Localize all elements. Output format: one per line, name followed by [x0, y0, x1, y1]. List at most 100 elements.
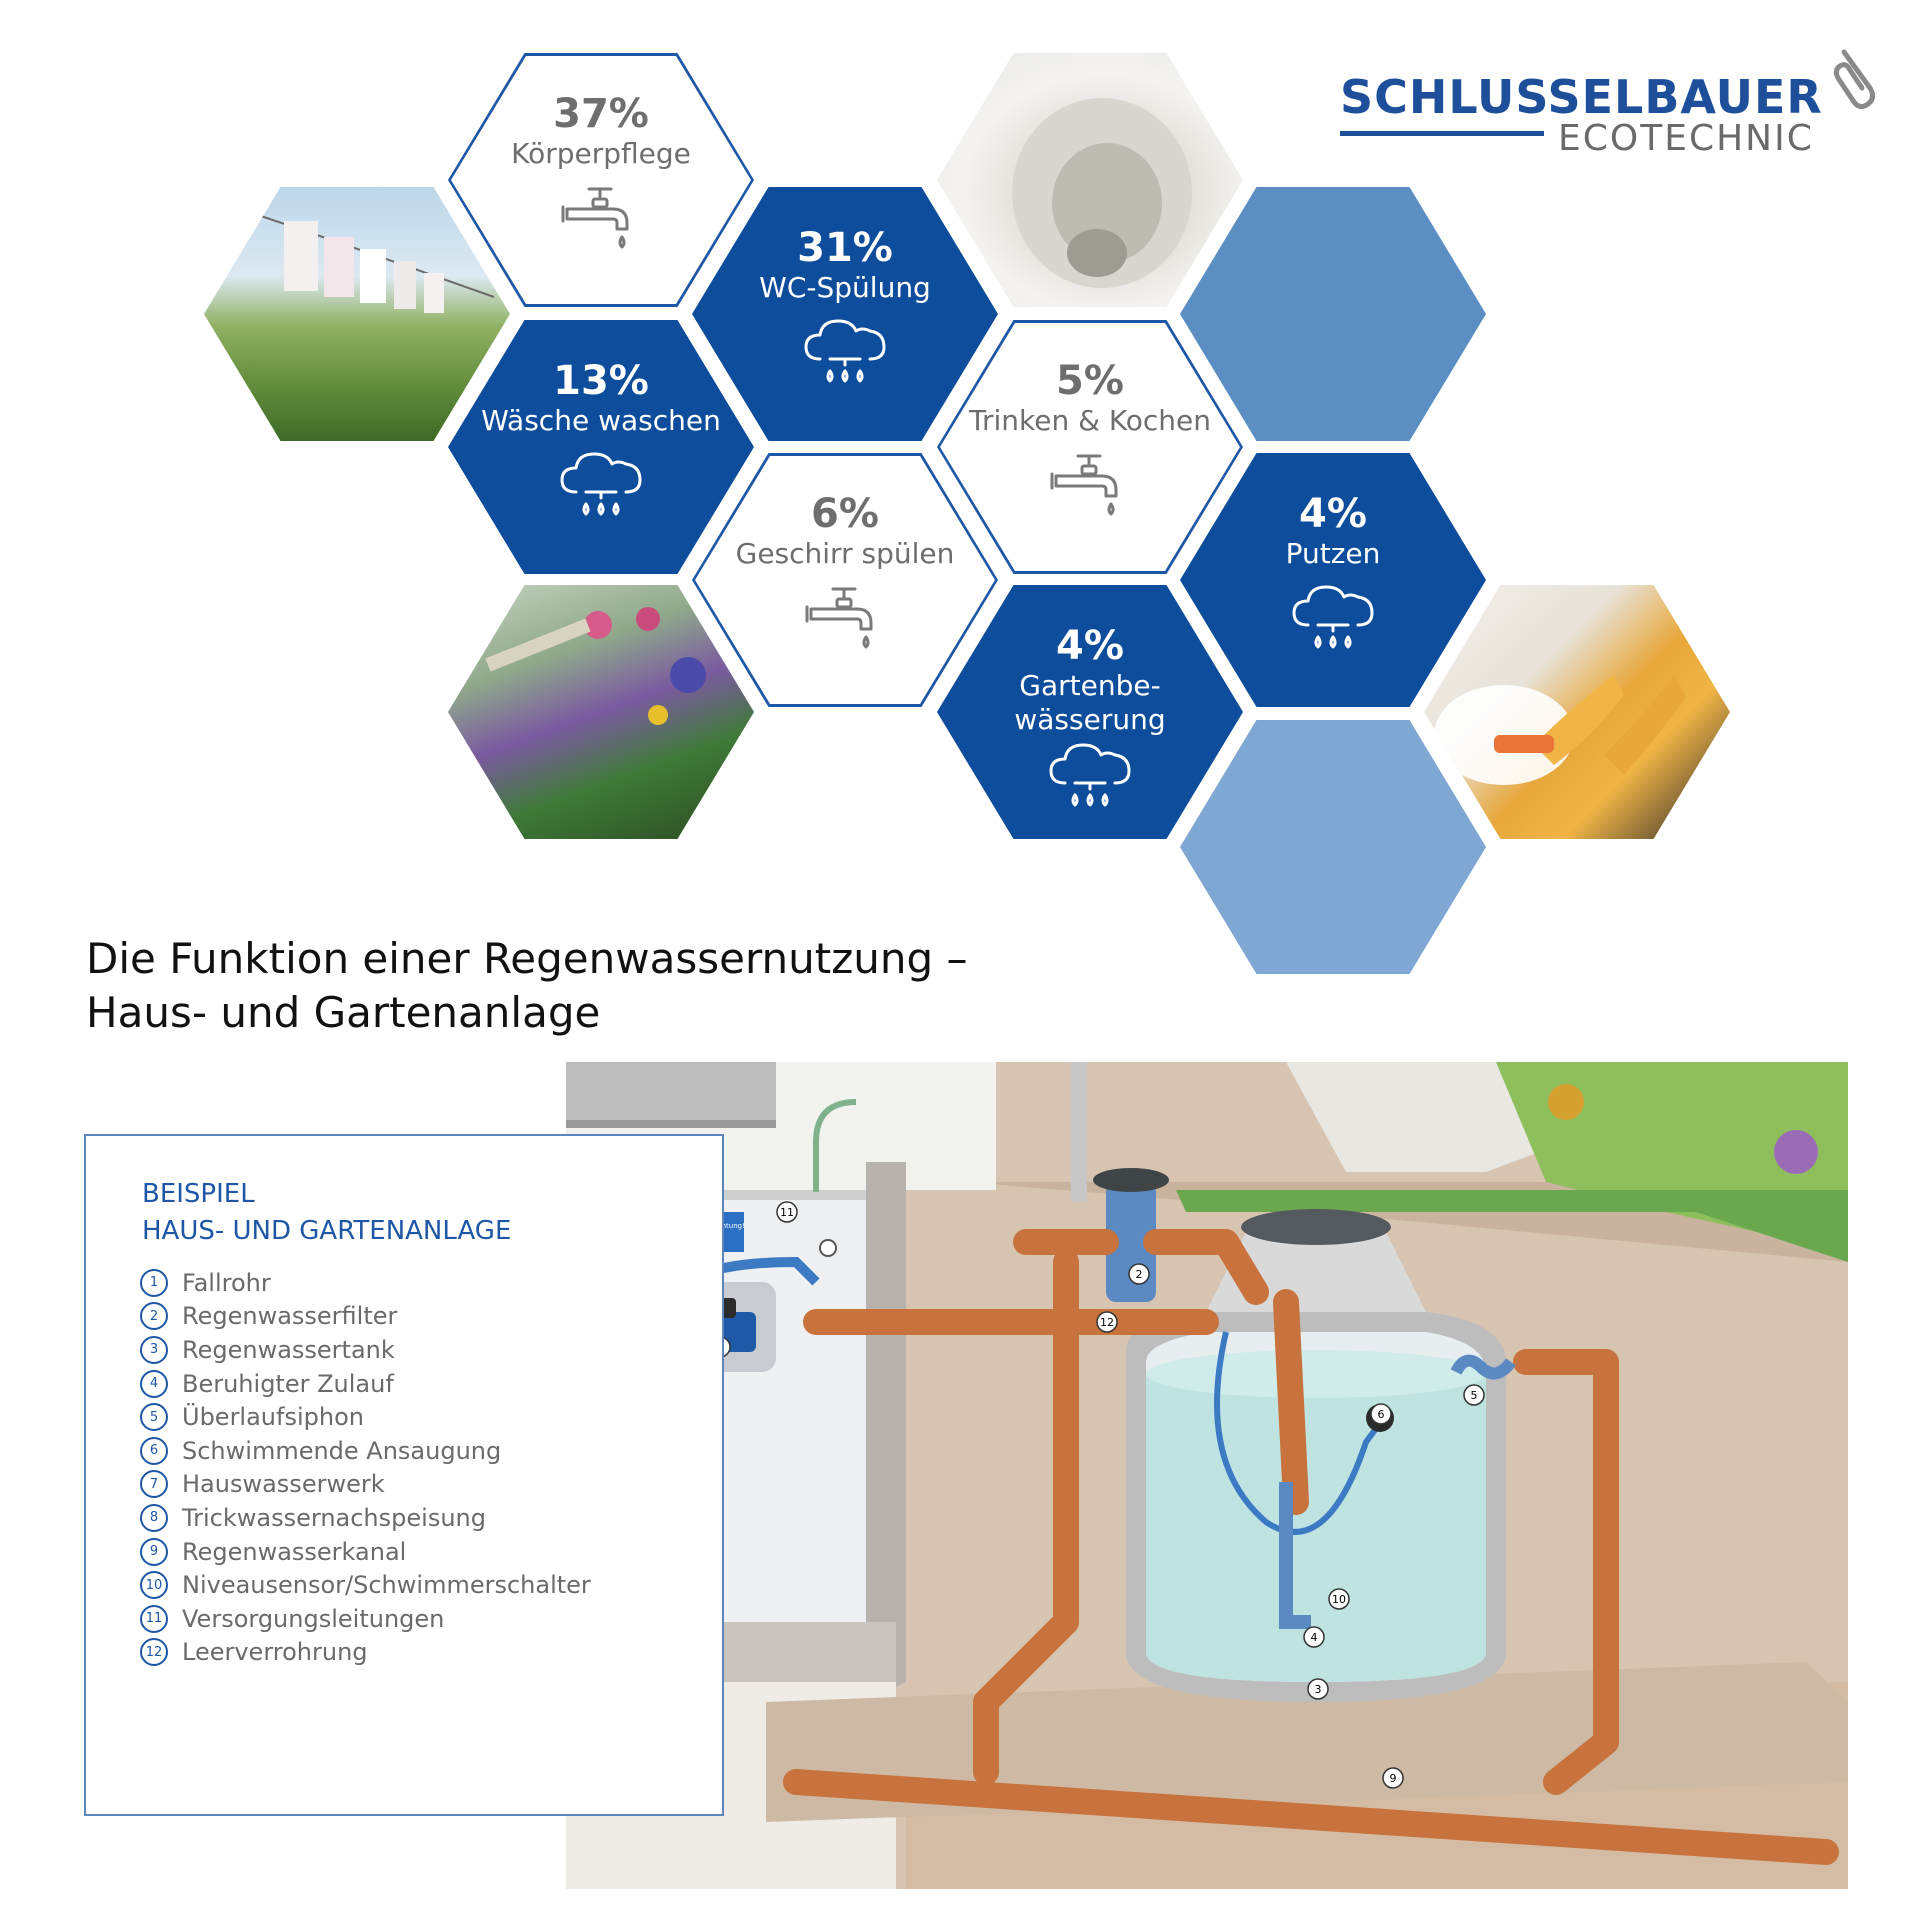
hex-blank-top — [1180, 187, 1486, 441]
legend-item-label: Schwimmende Ansaugung — [182, 1436, 502, 1465]
rain-cloud-icon — [556, 446, 646, 526]
legend-title-line2: HAUS- UND GARTENANLAGE — [142, 1216, 512, 1246]
legend-item: 5 Überlaufsiphon — [140, 1400, 591, 1434]
legend-item-label: Regenwasserkanal — [182, 1537, 407, 1566]
downpipe — [1071, 1062, 1087, 1202]
usage-percent: 6% — [811, 491, 879, 537]
heading-line2: Haus- und Gartenanlage — [86, 988, 601, 1037]
legend-item-label: Hauswasserwerk — [182, 1470, 385, 1499]
svg-text:4: 4 — [1311, 1631, 1318, 1644]
rain-cloud-icon — [800, 313, 890, 393]
hex-gartenbewaesserung: 4% Gartenbe- wässerung — [937, 585, 1243, 839]
hex-waesche-waschen: 13% Wäsche waschen — [448, 320, 754, 574]
legend-item-label: Fallrohr — [182, 1268, 271, 1297]
marker-6: 6 — [1370, 1403, 1392, 1425]
svg-text:6: 6 — [1378, 1408, 1385, 1421]
hex-geschirr-spuelen: 6% Geschirr spülen — [692, 453, 998, 707]
legend-number-badge: 12 — [140, 1638, 168, 1667]
rain-cloud-icon — [1288, 579, 1378, 659]
legend-item-label: Überlaufsiphon — [182, 1403, 364, 1432]
usage-percent: 37% — [553, 91, 649, 137]
legend-number-badge: 9 — [140, 1537, 168, 1566]
garden-photo-hex — [448, 585, 754, 839]
legend-item-label: Regenwasserfilter — [182, 1302, 398, 1331]
logo-wordmark: SCHLUSSELBAUER — [1340, 70, 1823, 124]
section-heading: Die Funktion einer Regenwassernutzung – … — [86, 932, 1086, 1040]
usage-percent: 31% — [797, 225, 893, 271]
usage-label-line2: wässerung — [1014, 703, 1166, 736]
legend-item: 8 Trickwassernachspeisung — [140, 1501, 591, 1535]
legend-item-label: Beruhigter Zulauf — [182, 1369, 394, 1398]
svg-text:10: 10 — [1332, 1593, 1346, 1606]
usage-label: WC-Spülung — [759, 271, 931, 304]
faucet-icon — [561, 179, 641, 259]
warning-sign-text: Achtung! — [713, 1222, 745, 1230]
faucet-icon — [1050, 446, 1130, 526]
marker-3: 3 — [1307, 1678, 1329, 1700]
cleaning-photo-hex — [1424, 585, 1730, 839]
legend-number-badge: 11 — [140, 1604, 168, 1633]
marker-4: 4 — [1303, 1626, 1325, 1648]
usage-percent: 4% — [1056, 623, 1124, 669]
calmed-inlet — [1279, 1482, 1311, 1629]
marker-11: 11 — [776, 1201, 798, 1223]
entrance-stairs — [1286, 1062, 1566, 1172]
svg-text:9: 9 — [1390, 1772, 1397, 1785]
hex-putzen: 4% Putzen — [1180, 453, 1486, 707]
laundry-line-illustration — [233, 206, 495, 313]
rain-cloud-icon — [1045, 737, 1135, 817]
usage-label: Wäsche waschen — [481, 404, 721, 437]
watering-flowers-illustration — [485, 607, 706, 725]
svg-text:3: 3 — [1315, 1683, 1322, 1696]
legend-item: 6 Schwimmende Ansaugung — [140, 1434, 591, 1468]
legend-item-label: Regenwassertank — [182, 1335, 395, 1364]
overflow-siphon — [1450, 1354, 1516, 1380]
pipework — [783, 1229, 1839, 1865]
paperclip-icon — [1833, 49, 1876, 110]
rainwater-system-diagram: Achtung! 2 3 4 5 6 7 8 9 10 11 12 — [566, 1062, 1848, 1889]
suction-hose — [1214, 1331, 1384, 1535]
usage-label: Körperpflege — [511, 137, 691, 170]
legend-number-badge: 5 — [140, 1403, 168, 1432]
marker-5: 5 — [1463, 1384, 1485, 1406]
marker-2: 2 — [1128, 1263, 1150, 1285]
legend-item: 11 Versorgungsleitungen — [140, 1602, 591, 1636]
cleaning-gloves-illustration — [1434, 675, 1686, 785]
company-logo: SCHLUSSELBAUER ECOTECHNIC — [1340, 48, 1880, 178]
legend-number-badge: 4 — [140, 1369, 168, 1398]
tank-lid — [1241, 1209, 1391, 1245]
usage-percent: 4% — [1299, 491, 1367, 537]
heading-line1: Die Funktion einer Regenwassernutzung – — [86, 934, 968, 983]
legend-number-badge: 6 — [140, 1436, 168, 1465]
toilet-bowl-illustration — [1012, 98, 1192, 288]
svg-text:5: 5 — [1471, 1389, 1478, 1402]
usage-label: Trinken & Kochen — [968, 404, 1212, 437]
legend-item: 9 Regenwasserkanal — [140, 1535, 591, 1569]
legend-item: 7 Hauswasserwerk — [140, 1468, 591, 1502]
legend-number-badge: 8 — [140, 1503, 168, 1532]
hex-koerperpflege: 37% Körperpflege — [448, 53, 754, 307]
laundry-photo-hex — [204, 187, 510, 441]
toilet-photo-hex — [937, 53, 1243, 307]
legend-item-label: Trickwassernachspeisung — [182, 1503, 486, 1532]
legend-item-label: Leerverrohrung — [182, 1638, 368, 1667]
hex-trinken-kochen: 5% Trinken & Kochen — [937, 320, 1243, 574]
legend-number-badge: 10 — [140, 1571, 168, 1600]
usage-label: Geschirr spülen — [735, 537, 955, 570]
marker-12: 12 — [1096, 1311, 1118, 1333]
faucet-icon — [805, 579, 885, 659]
logo-rule — [1340, 131, 1544, 136]
legend-item-label: Versorgungsleitungen — [182, 1604, 445, 1633]
marker-10: 10 — [1328, 1588, 1350, 1610]
usage-label-line1: Gartenbe- — [1019, 669, 1161, 702]
usage-label: Putzen — [1285, 537, 1381, 570]
supply-line — [813, 1099, 857, 1192]
window-shutter — [566, 1062, 776, 1122]
legend-number-badge: 7 — [140, 1470, 168, 1499]
